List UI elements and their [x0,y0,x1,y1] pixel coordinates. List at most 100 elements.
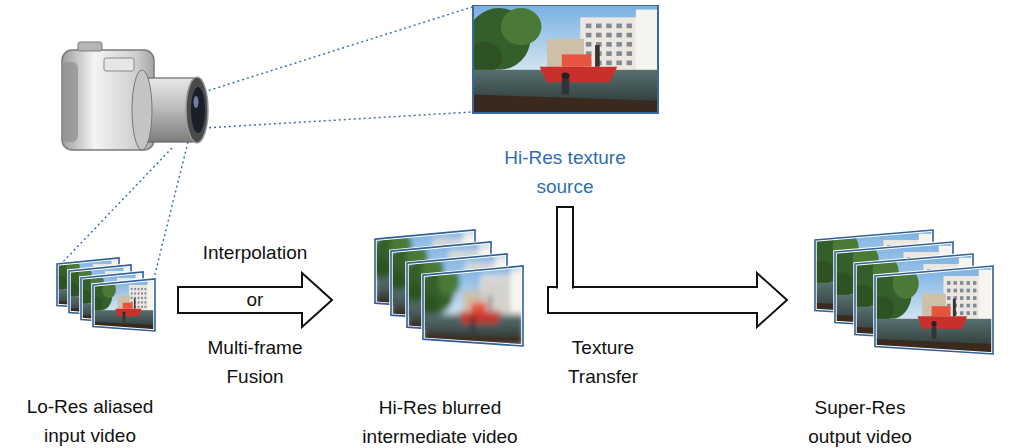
window [501,307,504,310]
boat-cabin [562,54,592,66]
video-frame [91,279,155,331]
window [484,293,487,296]
merge-stem [557,207,573,289]
boat-mast [134,298,136,308]
tree [501,8,542,45]
photo-picture [473,5,658,113]
texture-photo [470,5,658,113]
hollow-arrow [548,273,787,327]
lens-ring [132,70,152,150]
person [931,321,936,327]
window [616,42,622,47]
video-frame-stack [10,250,170,392]
person [123,312,126,315]
window [144,297,146,299]
window [947,281,951,285]
camera-grip [62,62,78,142]
person [932,326,937,339]
window [495,287,498,290]
frame-gap [93,279,155,331]
window [947,296,951,300]
person [471,321,475,332]
node-caption: Lo-Res aliased input video [15,392,165,448]
boat-cabin [123,303,133,309]
boat-cabin [471,303,487,312]
lens-highlight [194,96,199,108]
node-caption: Super-Res output video [795,393,925,448]
view-line [60,148,172,265]
window [606,61,612,66]
window [141,301,143,303]
building [636,10,658,73]
red-boat [459,312,501,323]
window [495,293,498,296]
frame-picture [91,279,155,331]
window [627,42,633,47]
window [627,24,633,29]
window [506,287,509,290]
video-frame [870,266,993,354]
window [144,306,146,308]
window [596,24,602,29]
boat-mast [489,296,492,312]
window [627,61,633,66]
window [506,300,509,303]
camera-flash [104,58,134,71]
window [586,33,592,38]
hollow-arrow [178,273,332,327]
frame-border [423,266,523,346]
window [131,288,133,290]
window [960,281,964,285]
frame-scene [419,266,523,346]
window [973,296,977,300]
window [616,51,622,56]
window [616,33,622,38]
window [966,281,970,285]
window [616,24,622,29]
window [144,292,146,294]
red-boat [115,309,141,316]
window [606,51,612,56]
window [495,300,498,303]
window [141,306,143,308]
window [953,289,957,293]
water [473,70,658,113]
window [495,280,498,283]
frame-gap [423,266,523,346]
node-caption: Hi-Res blurred intermediate video [350,393,530,448]
view-line [154,142,188,278]
window [490,280,493,283]
person [123,315,125,322]
window [131,292,133,294]
video-frame [419,266,523,346]
window [138,301,140,303]
video-frame-stack [340,225,540,393]
window [616,61,622,66]
window [138,306,140,308]
frame-border [875,266,993,354]
window [138,297,140,299]
window [138,292,140,294]
window [141,292,143,294]
frame-border [93,279,155,331]
tree [473,42,503,73]
window [960,296,964,300]
window [134,288,136,290]
window [506,280,509,283]
frame-picture [870,266,993,354]
frame-picture [419,266,523,346]
person [562,79,569,94]
window [960,311,964,315]
window [606,33,612,38]
red-boat [917,316,967,329]
window [953,281,957,285]
camera-body [62,50,154,150]
window [144,301,146,303]
window [973,281,977,285]
window [960,289,964,293]
boat-cabin [932,306,951,316]
node-caption: Hi-Res texture source [490,143,640,201]
window [966,296,970,300]
process-label: Interpolation [201,239,310,267]
